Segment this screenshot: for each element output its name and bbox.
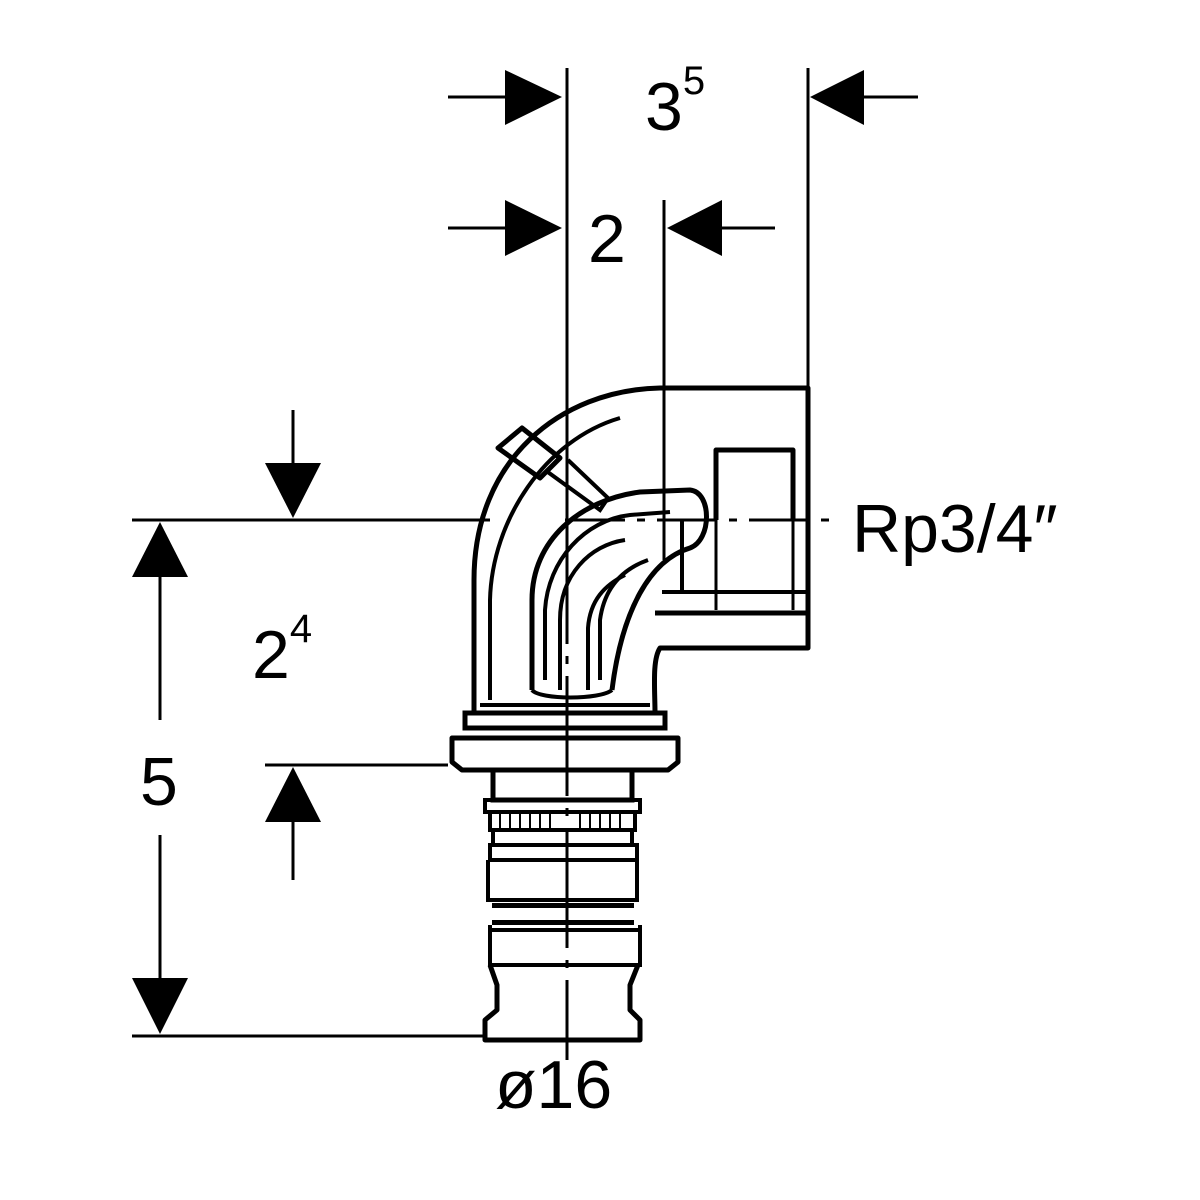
dimension-height-total: 5 [132,518,490,1038]
dimension-offset-total-value: 35 [645,59,705,145]
press-collar [449,703,681,773]
dimension-height-partial: 24 [252,410,448,880]
dimension-offset-inner: 2 [448,200,775,560]
press-insert [482,770,643,1043]
dimension-offset-total: 35 [448,59,918,520]
dimension-offset-inner-value: 2 [588,201,626,277]
dimension-height-partial-value: 24 [252,607,312,693]
dimension-height-total-value: 5 [140,744,178,820]
vent-plug [495,425,611,513]
diameter-label: ø16 [495,1047,612,1123]
fitting-body [471,385,811,714]
thread-label: Rp3/4″ [852,491,1058,567]
serration-lines [499,812,621,830]
